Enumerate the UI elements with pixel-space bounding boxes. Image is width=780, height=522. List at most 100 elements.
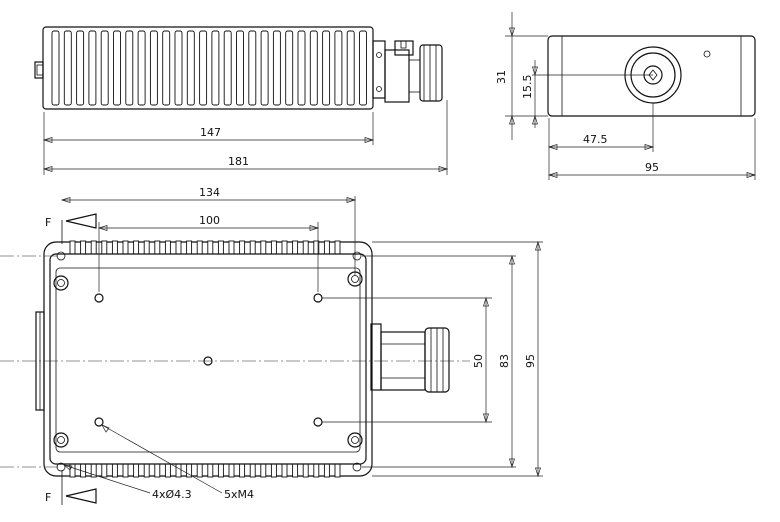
dim-147-label: 147 xyxy=(200,126,221,139)
left-stub xyxy=(34,61,44,79)
edge-hole-br xyxy=(352,462,362,472)
fin-bottom xyxy=(313,462,320,478)
heatsink-rib xyxy=(100,30,109,106)
heatsink-rib xyxy=(137,30,146,106)
heatsink-rib xyxy=(88,30,97,106)
through-holes-label: 4xØ4.3 xyxy=(152,488,192,501)
heatsink-rib xyxy=(186,30,195,106)
fin-bottom xyxy=(196,462,203,478)
fin-bottom xyxy=(302,462,309,478)
heatsink-rib xyxy=(334,30,343,106)
fin-top xyxy=(228,240,235,256)
corner-hole-tl xyxy=(53,275,69,291)
fin-bottom xyxy=(101,462,108,478)
heatsink-rib xyxy=(346,30,355,106)
fin-top xyxy=(164,240,171,256)
fin-top xyxy=(133,240,140,256)
fin-bottom xyxy=(143,462,150,478)
end-view: 31 15.5 47.5 95 xyxy=(495,12,757,180)
left-stub-inner xyxy=(36,64,44,76)
heatsink-rib xyxy=(309,30,318,106)
dim-134-label: 134 xyxy=(199,186,220,199)
heatsink-rib xyxy=(297,30,306,106)
m4-hole-1 xyxy=(94,293,104,303)
fin-bottom xyxy=(334,462,341,478)
fin-top xyxy=(186,240,193,256)
fin-bottom xyxy=(164,462,171,478)
fin-top xyxy=(69,240,76,256)
fin-top xyxy=(302,240,309,256)
corner-hole-bl xyxy=(53,432,69,448)
neck-screw-bottom xyxy=(376,86,382,92)
datum-f-bottom-label: F xyxy=(45,491,51,504)
heatsink-rib xyxy=(285,30,294,106)
fin-top xyxy=(175,240,182,256)
heatsink-rib xyxy=(113,30,121,106)
fin-bottom xyxy=(239,462,246,478)
dim-50-label: 50 xyxy=(472,354,485,368)
fin-top xyxy=(239,240,246,256)
fin-bottom xyxy=(207,462,214,478)
fin-top xyxy=(207,240,214,256)
fin-top xyxy=(323,240,330,256)
heatsink-rib xyxy=(51,30,60,106)
threaded-holes-label: 5xM4 xyxy=(224,488,254,501)
corner-hole-br xyxy=(347,432,363,448)
datum-f-top-label: F xyxy=(45,216,51,229)
fin-bottom xyxy=(292,462,299,478)
fin-top xyxy=(217,240,224,256)
fin-bottom xyxy=(270,462,277,478)
fin-bottom xyxy=(175,462,182,478)
fin-bottom xyxy=(217,462,224,478)
heatsink-rib xyxy=(359,30,367,106)
edge-hole-tr xyxy=(352,251,362,261)
heatsink-rib xyxy=(174,30,183,106)
heatsink-rib xyxy=(63,30,72,106)
dim-31-label: 31 xyxy=(495,70,508,84)
datum-f-top-marker xyxy=(65,213,97,229)
plan-view: F F 134 100 50 83 95 xyxy=(0,186,543,505)
leader-threaded-holes xyxy=(101,424,223,494)
heatsink-rib xyxy=(236,30,244,106)
fin-bottom xyxy=(133,462,140,478)
fin-bottom xyxy=(186,462,193,478)
end-view-hole xyxy=(703,50,711,58)
connector-neck xyxy=(372,40,386,99)
side-elevation-view: 147 181 xyxy=(34,26,449,175)
neck-screw-top xyxy=(376,52,382,58)
heatsink-rib xyxy=(223,30,232,106)
fin-bottom xyxy=(323,462,330,478)
dim-15-5-label: 15.5 xyxy=(521,75,534,100)
fin-top xyxy=(334,240,341,256)
heatsink-rib xyxy=(211,30,220,106)
heatsink-rib xyxy=(322,30,331,106)
heatsink-rib xyxy=(248,30,257,106)
connector-housing xyxy=(384,49,410,103)
dim-100-label: 100 xyxy=(199,214,220,227)
corner-holes xyxy=(53,251,363,472)
heatsink-rib xyxy=(272,30,281,106)
fin-bottom xyxy=(260,462,267,478)
connector-key-notch xyxy=(400,40,407,49)
base-plate xyxy=(49,253,367,465)
heatsink-ribs xyxy=(51,30,367,106)
heatsink-rib xyxy=(76,30,85,106)
fin-top xyxy=(111,240,118,256)
fin-top xyxy=(292,240,299,256)
heatsink-rib xyxy=(162,30,171,106)
fin-top xyxy=(90,240,97,256)
dim-181-label: 181 xyxy=(228,155,249,168)
fin-top xyxy=(122,240,129,256)
heatsink-rib xyxy=(125,30,134,106)
fin-top xyxy=(281,240,288,256)
heatsink-rib xyxy=(199,30,208,106)
leader-through-holes xyxy=(63,464,151,494)
fin-bottom xyxy=(228,462,235,478)
fin-bottom xyxy=(69,462,76,478)
fin-top xyxy=(270,240,277,256)
end-body xyxy=(547,35,756,117)
fin-bottom xyxy=(122,462,129,478)
dim-83-label: 83 xyxy=(498,354,511,368)
fin-bottom xyxy=(111,462,118,478)
connector-center-mark xyxy=(648,69,658,81)
